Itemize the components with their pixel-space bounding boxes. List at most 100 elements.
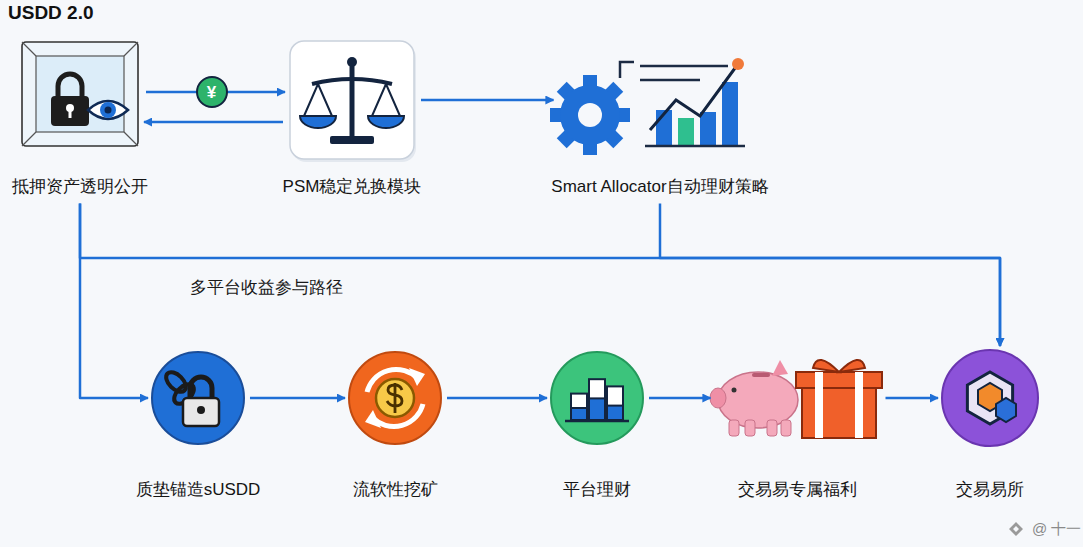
node-label: 平台理财 <box>563 480 631 500</box>
cycle-arrow-head <box>365 410 381 428</box>
label-box: 多平台收益参与路径 <box>190 276 343 299</box>
text-row: 质垫锚造sUSDD <box>131 480 266 500</box>
chart-bar <box>722 82 738 146</box>
pig-ear <box>772 360 788 376</box>
text-row: 平台理财 <box>551 480 643 500</box>
pig-leg <box>767 420 777 436</box>
scale-pan <box>300 116 336 128</box>
icon-circle <box>152 352 244 444</box>
gift-box <box>802 384 876 438</box>
pig-leg <box>745 420 755 436</box>
pig-slot <box>752 373 770 377</box>
icon-area <box>551 352 643 444</box>
doc-line <box>640 65 728 68</box>
chart-axis <box>645 145 745 148</box>
text-row: Smart Allocator自动理财策略 <box>546 177 773 197</box>
bar-fill <box>607 406 623 420</box>
text-row: 交易易所 <box>942 480 1038 500</box>
doc-bracket <box>620 62 634 78</box>
coin-symbol: ¥ <box>207 84 216 101</box>
icon-area <box>715 355 880 440</box>
gift-ribbon <box>855 372 863 438</box>
scale-pan <box>368 116 404 128</box>
icon-node: 平台理财 <box>551 352 643 500</box>
pig-snout <box>710 388 726 408</box>
glass-inner <box>36 56 124 132</box>
pig-leg <box>781 420 791 436</box>
icon-node: 交易易专属福利 <box>715 355 880 500</box>
icon-area <box>152 352 244 444</box>
title-box: USDD 2.0 <box>8 2 94 24</box>
text-row: 流软性挖矿 <box>348 480 443 500</box>
flow-arrow <box>649 397 711 400</box>
chart-bar <box>700 112 716 146</box>
icon-node: 交易易所 <box>942 350 1038 500</box>
gear-hole <box>578 103 602 127</box>
group-label: 多平台收益参与路径 <box>190 276 343 299</box>
icon-area <box>349 352 441 444</box>
watermark-logo <box>1009 522 1023 536</box>
panel <box>290 41 414 159</box>
node-label: 抵押资产透明公开 <box>12 177 148 197</box>
icon-node: 抵押资产透明公开 <box>7 40 153 197</box>
bar-top <box>589 379 605 420</box>
icon-circle <box>349 352 441 444</box>
bar-axis <box>565 420 629 423</box>
lock-shackle <box>58 74 82 98</box>
lock-shackle <box>190 377 212 400</box>
node-illustration <box>550 58 745 155</box>
flow-arrow <box>144 121 283 124</box>
watermark: @ 十一 <box>1032 520 1081 539</box>
scale-strings <box>372 84 400 116</box>
node-illustration <box>152 352 244 444</box>
gift-bow <box>813 360 865 372</box>
label-box: @ 十一 <box>1032 520 1081 539</box>
gift-ribbon <box>815 372 823 438</box>
icon-node: 质垫锚造sUSDD <box>131 352 266 500</box>
lock-body <box>51 96 89 126</box>
node-illustration <box>942 350 1038 446</box>
trend-dot <box>732 58 744 70</box>
scale-pillar <box>350 64 355 138</box>
doc-line <box>640 79 700 82</box>
icon-node: Smart Allocator自动理财策略 <box>546 55 773 197</box>
edge-label-box: ¥ <box>196 76 228 108</box>
glass-edge <box>22 42 36 56</box>
icon-node: 流软性挖矿 <box>348 352 443 500</box>
cycle-arrow-head <box>409 368 425 386</box>
scale-beam <box>312 79 392 84</box>
node-label: Smart Allocator自动理财策略 <box>551 177 768 197</box>
gift-lid <box>796 372 882 388</box>
scale-strings <box>304 84 332 116</box>
flow-arrow <box>80 203 148 398</box>
icon-area <box>289 40 415 160</box>
cube-small <box>996 398 1016 422</box>
pig-leg <box>729 420 739 436</box>
icon-area <box>20 40 140 148</box>
pig-eye <box>732 388 737 393</box>
node-illustration <box>551 352 643 444</box>
flow-arrow <box>421 99 553 102</box>
flow-arrow <box>447 397 547 400</box>
bar-top <box>607 386 623 420</box>
eye-iris <box>100 102 116 118</box>
node-illustration <box>710 360 882 438</box>
icon-area <box>942 350 1038 446</box>
node-label: 交易易专属福利 <box>738 480 857 500</box>
text-row: PSM稳定兑换模块 <box>278 177 427 197</box>
icon-circle <box>942 350 1038 446</box>
trend-line <box>650 64 738 130</box>
keyhole <box>197 406 205 414</box>
flow-arrow <box>250 397 345 400</box>
glass-edge <box>124 132 138 146</box>
glass-box <box>22 42 138 146</box>
scale-base <box>330 136 374 144</box>
flow-arrow <box>80 203 1000 346</box>
keyhole-slot <box>69 110 72 118</box>
node-label: 流软性挖矿 <box>353 480 438 500</box>
text-row: 抵押资产透明公开 <box>7 177 153 197</box>
diagram-title: USDD 2.0 <box>8 2 94 24</box>
eye <box>88 101 128 119</box>
